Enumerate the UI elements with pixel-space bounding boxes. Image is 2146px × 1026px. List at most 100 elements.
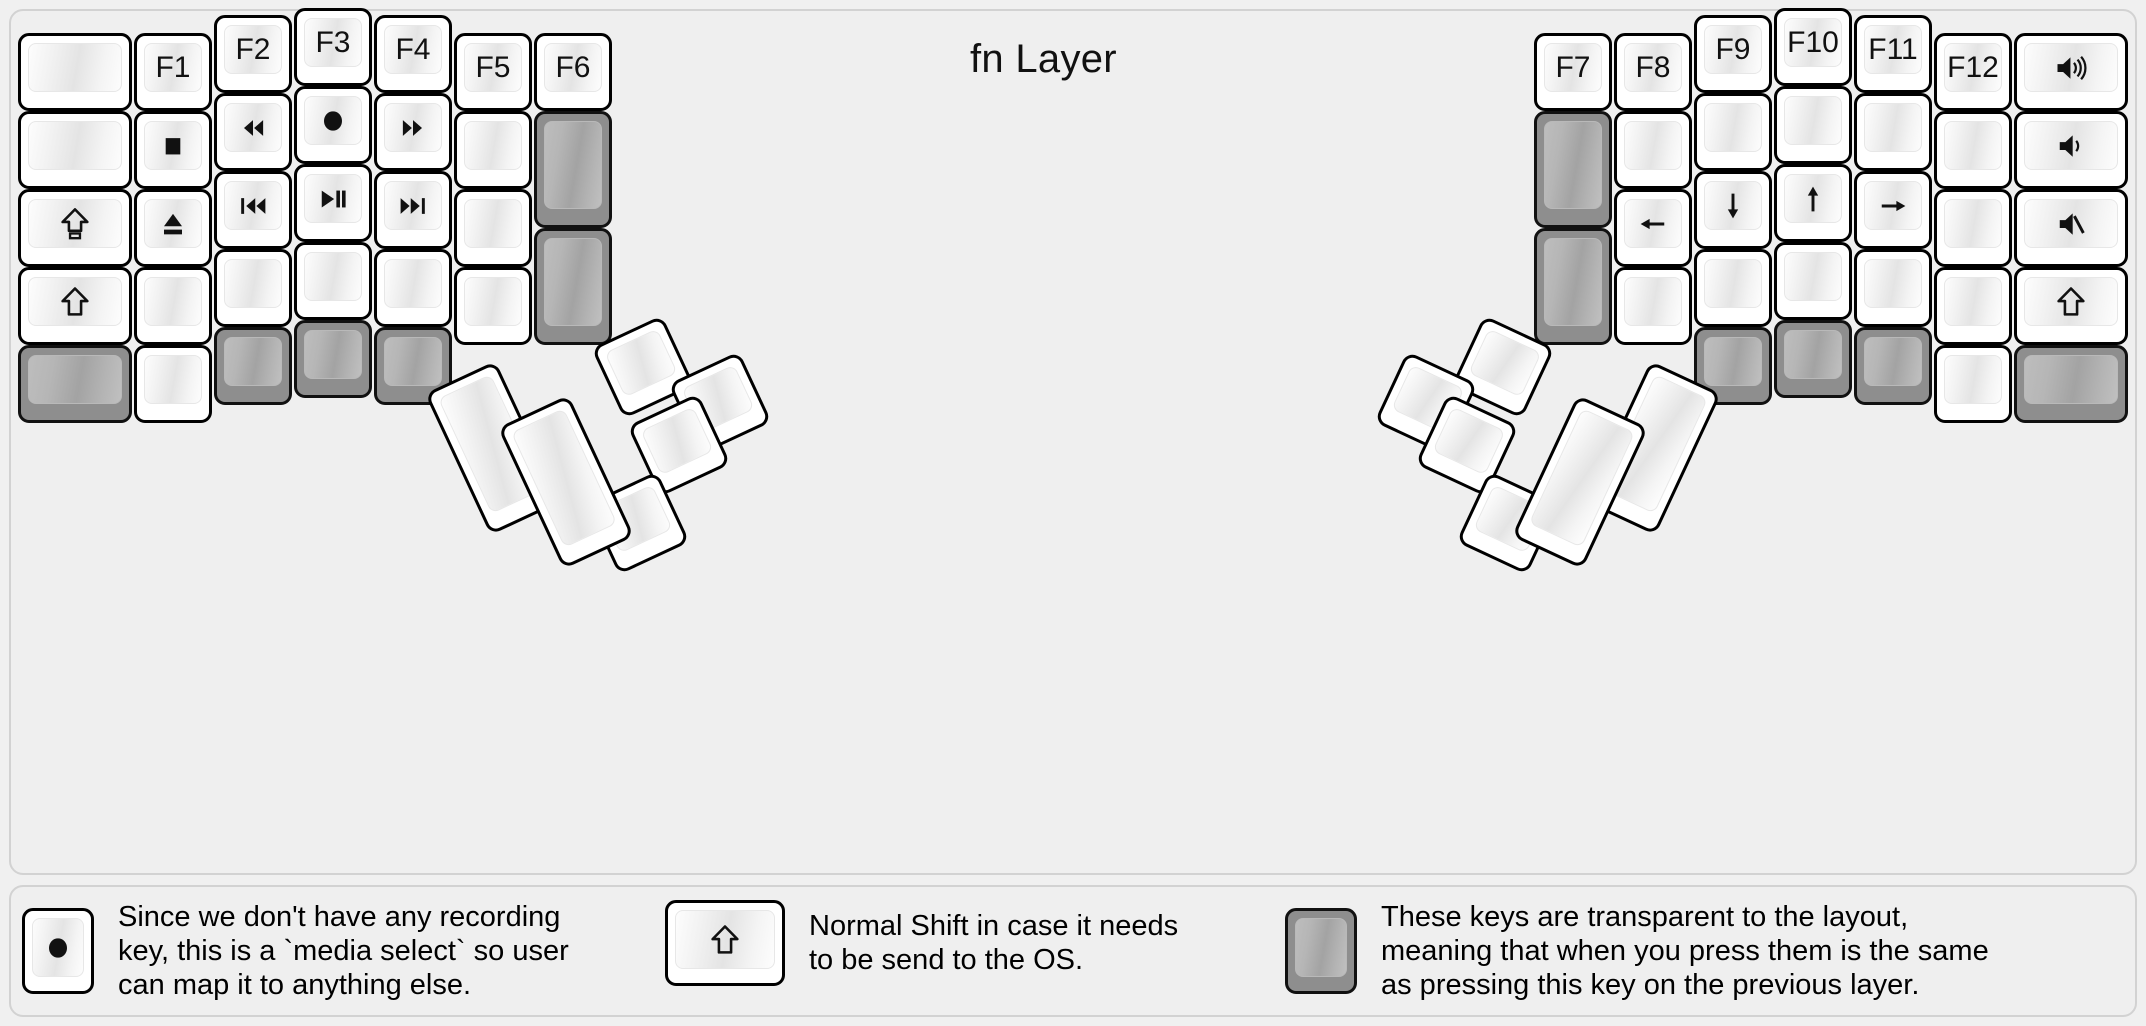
key-col-middle-3-media-play-pause[interactable]	[294, 164, 372, 242]
keycap-surface	[1784, 174, 1842, 223]
key-col-middle-3-arrow-up[interactable]	[1774, 164, 1852, 242]
keycap-surface	[464, 277, 522, 326]
key-col-pinky-outer-4-shift[interactable]	[2014, 267, 2128, 345]
key-col-ring-4-blank[interactable]	[1854, 249, 1932, 327]
key-col-inner-2-2-transparent[interactable]	[534, 111, 612, 228]
keycap-surface	[1624, 121, 1682, 170]
key-col-inner-1-4-blank[interactable]	[454, 267, 532, 345]
key-col-pinky-outer-3-volume-mute[interactable]	[2014, 189, 2128, 267]
key-col-middle-2-media-record[interactable]	[294, 86, 372, 164]
key-col-pinky-3-blank[interactable]	[1934, 189, 2012, 267]
legend-key-icon	[1288, 911, 1354, 991]
key-col-index-3-arrow-down[interactable]	[1694, 171, 1772, 249]
keycap-surface	[2024, 43, 2118, 92]
key-col-pinky-4-blank[interactable]	[1934, 267, 2012, 345]
key-col-index-1-f4[interactable]: F4	[374, 15, 452, 93]
key-col-inner-2-3-transparent[interactable]	[534, 228, 612, 345]
key-col-middle-5-transparent[interactable]	[1774, 320, 1852, 398]
key-col-pinky-5-blank[interactable]	[1934, 345, 2012, 423]
legend-transparent: These keys are transparent to the layout…	[1285, 900, 1989, 1003]
keycap-surface	[144, 277, 202, 326]
key-col-ring-1-f11[interactable]: F11	[1854, 15, 1932, 93]
key-col-ring-5-transparent[interactable]	[1854, 327, 1932, 405]
key-col-index-2-media-fast-forward[interactable]	[374, 93, 452, 171]
keycap-surface	[1704, 181, 1762, 230]
keycap-surface	[304, 174, 362, 223]
keycap-surface	[1944, 277, 2002, 326]
key-col-inner-1-3-arrow-left[interactable]	[1614, 189, 1692, 267]
key-col-pinky-outer-2-blank[interactable]	[18, 111, 132, 189]
keycap-surface	[1864, 25, 1922, 74]
key-col-pinky-1-f1[interactable]: F1	[134, 33, 212, 111]
key-col-middle-4-blank[interactable]	[1774, 242, 1852, 320]
key-col-pinky-2-media-stop[interactable]	[134, 111, 212, 189]
keycap-surface	[1864, 337, 1922, 386]
key-col-index-4-blank[interactable]	[374, 249, 452, 327]
keycap-surface	[304, 252, 362, 301]
key-col-inner-2-2-transparent[interactable]	[1534, 111, 1612, 228]
keycap-surface	[144, 43, 202, 92]
key-col-pinky-outer-3-caps-lock[interactable]	[18, 189, 132, 267]
keycap-surface	[544, 121, 602, 209]
key-col-inner-1-1-f8[interactable]: F8	[1614, 33, 1692, 111]
keycap-surface	[144, 355, 202, 404]
key-col-inner-2-1-f6[interactable]: F6	[534, 33, 612, 111]
legend-media-select-swatch	[22, 908, 94, 995]
key-col-ring-4-blank[interactable]	[214, 249, 292, 327]
keycap-surface	[384, 25, 442, 74]
keycap-surface	[1784, 18, 1842, 67]
key-col-inner-2-1-f7[interactable]: F7	[1534, 33, 1612, 111]
keycap-surface	[224, 181, 282, 230]
keycap-surface	[1704, 103, 1762, 152]
key-col-middle-1-f3[interactable]: F3	[294, 8, 372, 86]
keycap-surface	[384, 181, 442, 230]
key-col-pinky-2-blank[interactable]	[1934, 111, 2012, 189]
key-col-inner-1-2-blank[interactable]	[1614, 111, 1692, 189]
media-record-icon	[49, 938, 67, 958]
keycap-surface	[1468, 328, 1542, 398]
keycap-surface	[224, 259, 282, 308]
key-col-pinky-1-f12[interactable]: F12	[1934, 33, 2012, 111]
key-col-inner-2-3-transparent[interactable]	[1534, 228, 1612, 345]
key-col-ring-3-arrow-right[interactable]	[1854, 171, 1932, 249]
keycap-surface	[1544, 121, 1602, 209]
key-col-pinky-outer-5-transparent[interactable]	[2014, 345, 2128, 423]
key-col-pinky-4-blank[interactable]	[134, 267, 212, 345]
keycap-surface	[1784, 96, 1842, 145]
key-col-middle-1-f10[interactable]: F10	[1774, 8, 1852, 86]
key-col-inner-1-1-f5[interactable]: F5	[454, 33, 532, 111]
key-col-middle-2-blank[interactable]	[1774, 86, 1852, 164]
key-col-ring-5-transparent[interactable]	[214, 327, 292, 405]
key-col-pinky-outer-4-shift[interactable]	[18, 267, 132, 345]
key-col-inner-1-2-blank[interactable]	[454, 111, 532, 189]
key-col-pinky-3-media-eject[interactable]	[134, 189, 212, 267]
key-col-pinky-outer-2-volume-down[interactable]	[2014, 111, 2128, 189]
keycap-surface	[1944, 43, 2002, 92]
key-col-pinky-outer-5-transparent[interactable]	[18, 345, 132, 423]
legend-media-select: Since we don't have any recording key, t…	[22, 900, 569, 1003]
key-col-inner-1-4-blank[interactable]	[1614, 267, 1692, 345]
keycap-surface	[2024, 199, 2118, 248]
key-col-pinky-5-blank[interactable]	[134, 345, 212, 423]
key-col-index-1-f9[interactable]: F9	[1694, 15, 1772, 93]
key-col-inner-1-3-blank[interactable]	[454, 189, 532, 267]
legend-normal-shift-text: Normal Shift in case it needs to be send…	[809, 909, 1179, 976]
legend-normal-shift: Normal Shift in case it needs to be send…	[665, 900, 1178, 986]
key-col-index-4-blank[interactable]	[1694, 249, 1772, 327]
key-col-middle-4-blank[interactable]	[294, 242, 372, 320]
key-col-ring-2-media-rewind[interactable]	[214, 93, 292, 171]
key-col-index-3-media-next[interactable]	[374, 171, 452, 249]
keycap-surface	[144, 121, 202, 170]
key-col-middle-5-transparent[interactable]	[294, 320, 372, 398]
key-col-ring-2-blank[interactable]	[1854, 93, 1932, 171]
keycap-surface	[304, 330, 362, 379]
key-col-index-2-blank[interactable]	[1694, 93, 1772, 171]
key-col-pinky-outer-1-volume-up[interactable]	[2014, 33, 2128, 111]
keycap-surface	[1864, 259, 1922, 308]
key-col-ring-1-f2[interactable]: F2	[214, 15, 292, 93]
keycap-surface	[2024, 277, 2118, 326]
keycap-surface	[28, 199, 122, 248]
keycap-surface	[1624, 277, 1682, 326]
key-col-pinky-outer-1-blank[interactable]	[18, 33, 132, 111]
key-col-ring-3-media-previous[interactable]	[214, 171, 292, 249]
